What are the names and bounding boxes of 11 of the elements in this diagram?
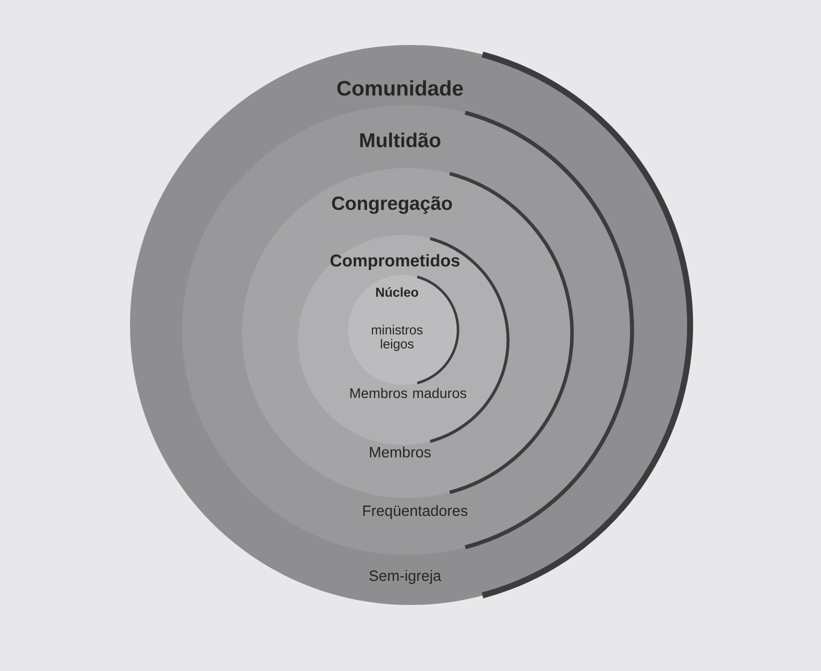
ring-title: Comprometidos bbox=[330, 254, 460, 270]
ring-title: Multidão bbox=[360, 132, 440, 148]
ring-label: Sem-igreja bbox=[369, 570, 442, 584]
ring-label: Membros bbox=[370, 446, 431, 458]
concentric-circle bbox=[348, 275, 458, 385]
ring-title: Comunidade bbox=[337, 80, 463, 96]
ring-title: Congregação bbox=[332, 196, 452, 214]
ring-title: Núcleo bbox=[376, 287, 418, 297]
ring-label: Freqüentadores bbox=[363, 505, 468, 519]
ring-label: ministros leigos bbox=[372, 324, 423, 352]
ring-label: Membros maduros bbox=[350, 388, 466, 398]
